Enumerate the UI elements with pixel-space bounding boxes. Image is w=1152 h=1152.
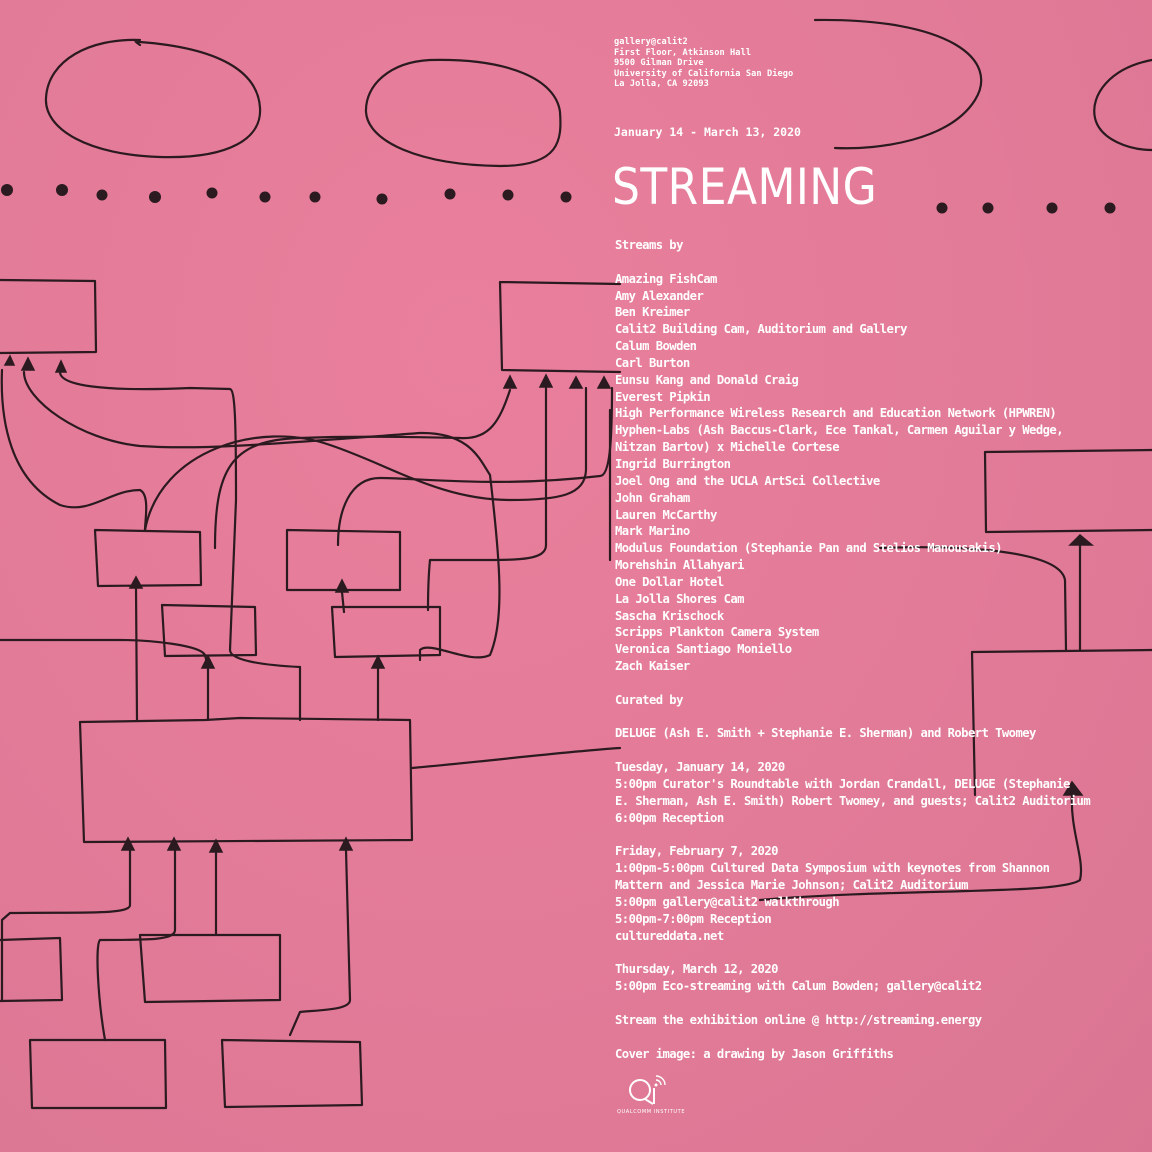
- event-date: Friday, February 7, 2020: [615, 844, 778, 859]
- drawn-box: [0, 278, 98, 355]
- artist-item: Zach Kaiser: [615, 659, 690, 674]
- venue-line: University of California San Diego: [614, 68, 794, 79]
- event-block: Tuesday, January 14, 2020 5:00pm Curator…: [615, 759, 1091, 826]
- artist-item: Calit2 Building Cam, Auditorium and Gall…: [615, 322, 907, 337]
- event-line: 6:00pm Reception: [615, 810, 724, 825]
- artist-item: Veronica Santiago Moniello: [615, 642, 792, 657]
- qi-logo-mark: [629, 1075, 666, 1105]
- arrow-head: [128, 575, 144, 589]
- venue-line: La Jolla, CA 92093: [614, 79, 709, 90]
- artist-item: High Performance Wireless Research and E…: [615, 406, 1057, 421]
- arrow-head: [502, 374, 518, 389]
- dot-row: [1, 184, 1116, 214]
- venue-line: gallery@calit2: [614, 37, 688, 47]
- online-stream-link[interactable]: Stream the exhibition online @ http://st…: [615, 1012, 982, 1027]
- arrow-head: [166, 836, 182, 851]
- drawn-box: [498, 280, 622, 374]
- event-line: Mattern and Jessica Marie Johnson; Calit…: [615, 878, 969, 893]
- drawn-box: [78, 716, 414, 844]
- artist-item: Mark Marino: [615, 524, 690, 539]
- drawn-box: [138, 933, 282, 1004]
- arrow-head: [334, 578, 350, 593]
- drawn-box: [970, 648, 1152, 797]
- venue-line: First Floor, Atkinson Hall: [614, 47, 752, 58]
- arrow-head: [370, 654, 386, 669]
- artist-item: Carl Burton: [615, 355, 690, 370]
- artist-item: Morehshin Allahyari: [615, 558, 745, 573]
- drawn-ellipse: [1093, 58, 1152, 152]
- curators-names: DELUGE (Ash E. Smith + Stephanie E. Sher…: [615, 726, 1036, 741]
- event-line: 5:00pm-7:00pm Reception: [615, 911, 772, 926]
- artist-item: La Jolla Shores Cam: [615, 591, 745, 606]
- event-line: 5:00pm Curator's Roundtable with Jordan …: [615, 777, 1070, 791]
- artist-item: Calum Bowden: [615, 339, 697, 354]
- streams-heading: Streams by: [615, 238, 683, 252]
- event-block: Friday, February 7, 2020 1:00pm-5:00pm C…: [615, 843, 1090, 944]
- drawn-box: [220, 1038, 364, 1109]
- artist-list: Amazing FishCam Amy Alexander Ben Kreime…: [615, 271, 1090, 675]
- artist-item: Hyphen-Labs (Ash Baccus-Clark, Ece Tanka…: [615, 423, 1064, 438]
- drawn-box: [330, 605, 442, 659]
- event-line: 5:00pm gallery@calit2 walkthrough: [615, 894, 840, 909]
- drawn-box: [285, 528, 402, 592]
- artist-item: Lauren McCarthy: [615, 507, 717, 522]
- poster-body: Streams by Amazing FishCam Amy Alexander…: [615, 237, 1091, 1062]
- drawn-box: [0, 936, 64, 1003]
- drawn-box: [93, 528, 203, 588]
- venue-line: 9500 Gilman Drive: [614, 58, 704, 69]
- event-line: 5:00pm Eco-streaming with Calum Bowden; …: [615, 979, 982, 994]
- event-link[interactable]: cultureddata.net: [615, 928, 724, 943]
- event-line: E. Sherman, Ash E. Smith) Robert Twomey,…: [615, 793, 1091, 808]
- qualcomm-institute-name: QUALCOMM INSTITUTE: [617, 1109, 686, 1115]
- arrow-head: [596, 375, 612, 389]
- artist-item: Ben Kreimer: [615, 305, 690, 320]
- drawn-ellipse: [364, 58, 562, 168]
- curators-heading: Curated by: [615, 692, 683, 707]
- venue-address: gallery@calit2 First Floor, Atkinson Hal…: [614, 37, 793, 90]
- artist-item: Ingrid Burrington: [615, 456, 731, 471]
- exhibition-title: STREAMING: [612, 158, 878, 216]
- event-line: 1:00pm-5:00pm Cultured Data Symposium wi…: [615, 861, 1050, 876]
- artist-item: Scripps Plankton Camera System: [615, 625, 819, 640]
- drawn-box: [983, 448, 1152, 534]
- event-date: Thursday, March 12, 2020: [615, 962, 778, 977]
- cover-credit: Cover image: a drawing by Jason Griffith…: [615, 1046, 894, 1061]
- artist-item: Amazing FishCam: [615, 271, 717, 286]
- artist-item: Joel Ong and the UCLA ArtSci Collective: [615, 473, 880, 488]
- artist-item: Modulus Foundation (Stephanie Pan and St…: [615, 541, 1002, 556]
- artist-item: Eunsu Kang and Donald Craig: [615, 372, 799, 387]
- artist-item: Sascha Krischock: [615, 608, 724, 623]
- drawn-ellipse: [813, 18, 983, 150]
- exhibition-dates: January 14 - March 13, 2020: [614, 125, 801, 139]
- drawn-ellipse: [44, 38, 262, 159]
- arrow-head: [538, 373, 554, 388]
- arrow-head: [54, 359, 68, 373]
- arrow-head: [120, 836, 136, 851]
- event-date: Tuesday, January 14, 2020: [615, 760, 785, 775]
- arrow-head: [3, 354, 16, 366]
- artist-item: Everest Pipkin: [615, 389, 711, 404]
- artist-item: One Dollar Hotel: [615, 574, 724, 589]
- event-block: Thursday, March 12, 2020 5:00pm Eco-stre…: [615, 961, 1090, 995]
- arrow-head: [20, 356, 36, 371]
- drawn-box: [28, 1038, 168, 1110]
- artist-item: Nitzan Bartov) x Michelle Cortese: [615, 440, 840, 455]
- drawn-box: [160, 603, 258, 658]
- qualcomm-institute-logo: QUALCOMM INSTITUTE: [617, 1074, 692, 1118]
- artist-item: Amy Alexander: [615, 288, 704, 303]
- wireless-signal-icon: [654, 1075, 666, 1087]
- artist-item: John Graham: [615, 490, 690, 505]
- arrow-head: [568, 375, 584, 389]
